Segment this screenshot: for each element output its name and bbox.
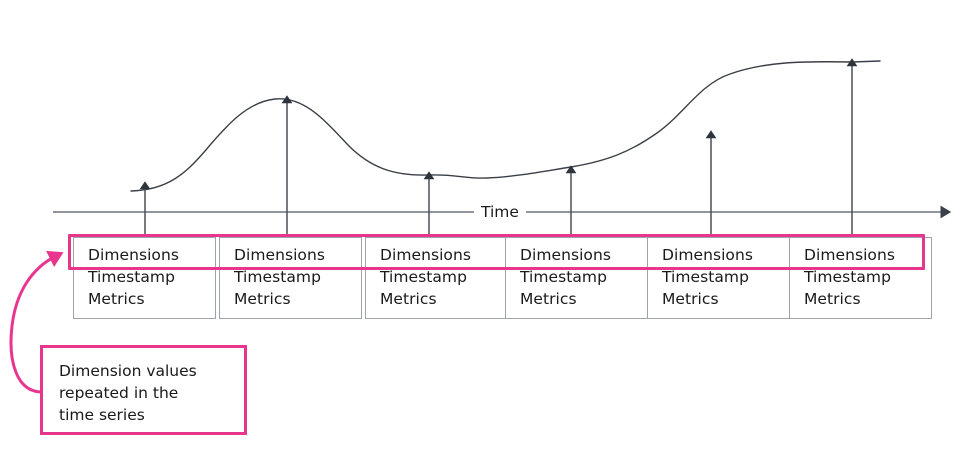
record-field-metrics: Metrics <box>234 290 291 308</box>
axis-label-time: Time <box>474 203 526 221</box>
record-field-dimensions: Dimensions <box>380 246 471 264</box>
record-field-timestamp: Timestamp <box>804 268 891 286</box>
record-field-timestamp: Timestamp <box>234 268 321 286</box>
record-field-timestamp: Timestamp <box>520 268 607 286</box>
record-field-metrics: Metrics <box>662 290 719 308</box>
record-box: Dimensions Timestamp Metrics <box>73 237 216 319</box>
record-field-dimensions: Dimensions <box>520 246 611 264</box>
record-field-metrics: Metrics <box>520 290 577 308</box>
callout-line: time series <box>59 406 145 424</box>
record-field-dimensions: Dimensions <box>662 246 753 264</box>
record-field-dimensions: Dimensions <box>234 246 325 264</box>
callout-note: Dimension values repeated in the time se… <box>40 345 247 435</box>
record-box: Dimensions Timestamp Metrics <box>505 237 648 319</box>
record-field-timestamp: Timestamp <box>380 268 467 286</box>
record-field-timestamp: Timestamp <box>88 268 175 286</box>
record-field-dimensions: Dimensions <box>88 246 179 264</box>
record-box: Dimensions Timestamp Metrics <box>647 237 790 319</box>
record-box: Dimensions Timestamp Metrics <box>219 237 362 319</box>
record-field-metrics: Metrics <box>88 290 145 308</box>
callout-line: repeated in the <box>59 384 179 402</box>
time-series-curve <box>130 60 881 192</box>
record-field-dimensions: Dimensions <box>804 246 895 264</box>
record-field-timestamp: Timestamp <box>662 268 749 286</box>
record-box: Dimensions Timestamp Metrics <box>365 237 508 319</box>
record-field-metrics: Metrics <box>804 290 861 308</box>
dimensions-highlight-band <box>68 234 925 270</box>
record-field-metrics: Metrics <box>380 290 437 308</box>
callout-line: Dimension values <box>59 362 197 380</box>
record-box: Dimensions Timestamp Metrics <box>789 237 932 319</box>
